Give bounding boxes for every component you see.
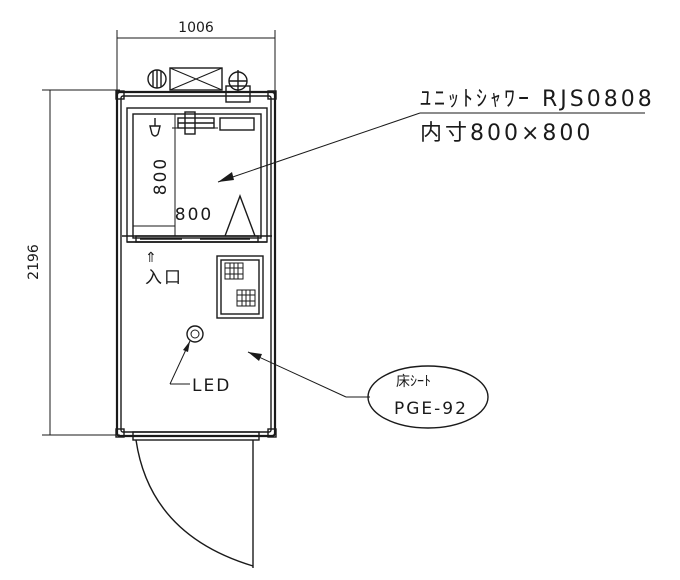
- entrance-label: 入口: [145, 268, 183, 288]
- entrance-marker: ⇑ 入口: [145, 250, 183, 288]
- floor-sheet-label: 床ｼｰﾄ: [396, 374, 431, 390]
- entrance-arrow-icon: ⇑: [145, 250, 157, 266]
- roof-equipment: [147, 67, 251, 103]
- entry-door: [132, 431, 260, 568]
- floor-sheet-callout: 床ｼｰﾄ PGE-92: [247, 351, 489, 429]
- floor-code-label: PGE-92: [394, 399, 468, 419]
- shower-booth: 800 800: [122, 107, 272, 243]
- led-light-icon: [186, 325, 204, 343]
- corner-shelf-icon: [224, 194, 256, 237]
- unit-name-label: ﾕﾆｯﾄｼｬﾜｰ RJS0808: [420, 87, 655, 112]
- vent-grille-icon: [236, 289, 256, 307]
- unit-name-leader: ﾕﾆｯﾄｼｬﾜｰ RJS0808 内寸800×800: [217, 87, 655, 183]
- door-swing-arc: [135, 439, 254, 567]
- inner-size-label: 内寸800×800: [420, 121, 593, 146]
- height-dimension: 2196: [26, 89, 120, 436]
- led-light: LED: [169, 325, 231, 396]
- wall-panel: [216, 255, 264, 319]
- shower-head-icon: [149, 118, 161, 137]
- led-label: LED: [192, 376, 231, 396]
- inner-height-label: 800: [151, 157, 171, 195]
- vent-grille-icon: [224, 262, 244, 280]
- inner-width-label: 800: [175, 205, 213, 225]
- height-dimension-label: 2196: [26, 244, 42, 280]
- width-dimension-label: 1006: [178, 20, 214, 36]
- width-dimension: 1006: [116, 20, 276, 95]
